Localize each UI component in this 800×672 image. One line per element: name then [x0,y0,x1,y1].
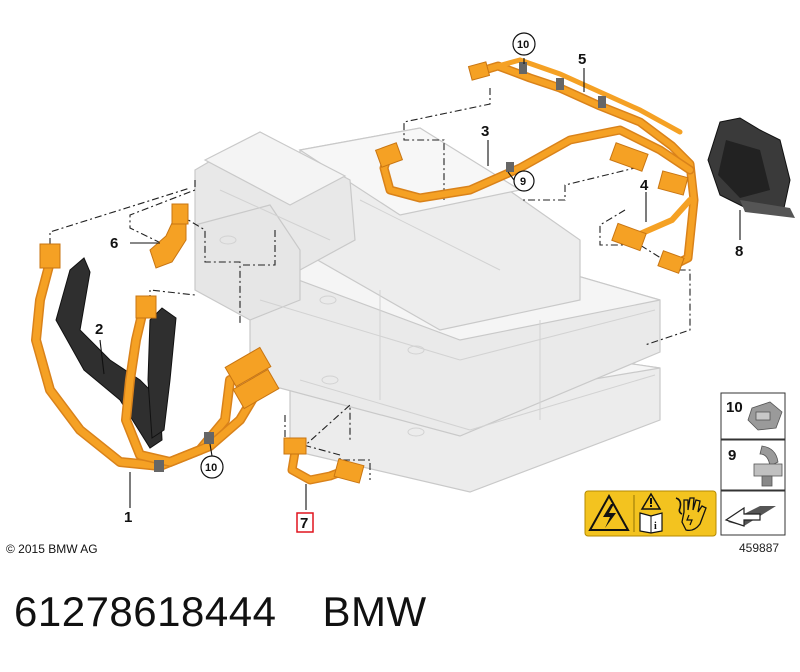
clamp-9-icon [753,445,783,487]
legend-item-10: 10 [720,392,786,440]
battery-detail-lines [219,189,656,437]
label-6: 6 [110,235,118,252]
battery-pack [194,127,661,493]
bracket-8 [707,117,795,218]
circled-label-10-bottom: 10 [200,455,224,479]
diagram-reference-number: 459887 [739,541,780,555]
part-number-line: 61278618444 BMW [14,588,427,636]
circled-label-9: 9 [513,170,535,192]
cable-3 [374,125,695,203]
label-8: 8 [735,243,743,260]
info-manual-icon: i [639,512,663,534]
leader-lines [49,88,691,480]
callout-leaders [99,58,741,510]
battery-electronics-box-top [203,131,347,206]
gloved-hand-icon [675,497,707,532]
label-1: 1 [124,509,132,526]
cable-4 [609,142,693,252]
label-3: 3 [481,123,489,140]
cable-1 [31,243,280,472]
legend-item-9: 9 [720,439,786,491]
legend-item-arrow [720,490,786,536]
svg-text:10: 10 [726,399,743,416]
high-voltage-warning-icon [588,493,630,531]
cable-5 [467,57,699,274]
circled-label-10-top: 10 [512,32,536,56]
arrow-icon [724,506,776,527]
warning-triangle-icon [640,492,662,510]
svg-text:10: 10 [205,462,217,474]
svg-text:i: i [654,521,657,532]
svg-text:10: 10 [517,39,529,51]
carrier-2 [55,257,177,449]
clip-10-icon [747,401,783,431]
brand-name: BMW [322,588,427,635]
copyright-notice: © 2015 BMW AG [6,542,98,556]
part-6 [149,203,189,269]
label-7-highlight [296,512,314,533]
svg-text:9: 9 [728,447,736,464]
cable-7 [283,437,365,485]
safety-warning-label: i [584,490,717,537]
svg-text:9: 9 [520,176,526,188]
label-2: 2 [95,321,103,338]
part-number: 61278618444 [14,588,277,635]
label-5: 5 [578,51,586,68]
battery-side-block [194,204,301,321]
label-4: 4 [640,177,649,194]
label-7: 7 [300,515,308,532]
